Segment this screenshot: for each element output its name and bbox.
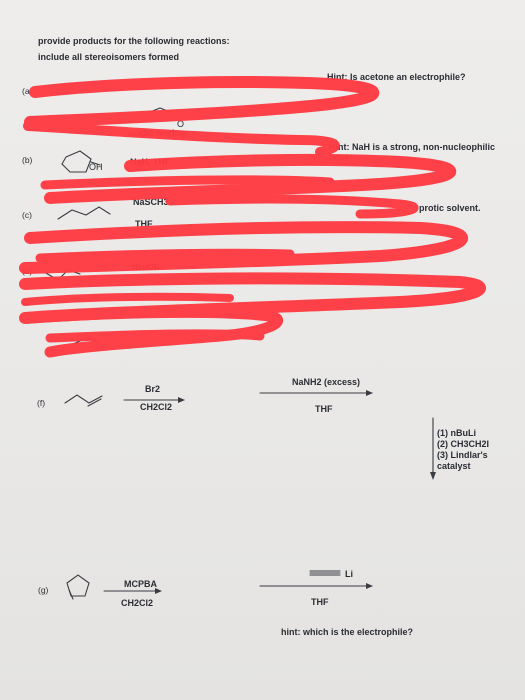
part-g-step2-bottom: THF <box>311 597 329 607</box>
instructions-line-1: provide products for the following react… <box>38 36 230 46</box>
part-f-step1-bottom: CH2Cl2 <box>140 402 173 412</box>
part-g-step1-bottom: CH2Cl2 <box>121 598 154 608</box>
redaction-stroke-10 <box>45 329 265 343</box>
cyclopentanol-oh-bond <box>90 161 101 166</box>
redaction-stroke-5 <box>165 194 419 219</box>
cyclopentene-double-bond <box>68 589 74 600</box>
part-f-step2-top: NaNH2 (excess) <box>292 377 361 387</box>
acetylide-triple-bond <box>309 570 341 576</box>
redaction-stroke-4 <box>40 175 335 190</box>
part-g-step1-top: MCPBA <box>124 579 157 589</box>
part-a-hint: Hint: Is acetone an electrophile? <box>327 72 466 82</box>
arrowhead-f1 <box>178 397 185 403</box>
red-marker-redaction <box>19 76 487 358</box>
part-f-step2-bottom: THF <box>315 404 333 414</box>
arrowhead-g1 <box>155 588 162 594</box>
redaction-stroke-9 <box>24 306 283 358</box>
arrowhead-g2 <box>366 583 373 589</box>
arrowhead-f2 <box>366 390 373 396</box>
part-f-label: (f) <box>37 398 46 408</box>
acetylide-lithium: Li <box>345 569 353 579</box>
part-a-label: (a <box>22 86 30 96</box>
redaction-stroke-11 <box>21 292 234 306</box>
redaction-stroke-3 <box>44 153 456 204</box>
hydroxyl-group: OH <box>89 162 103 172</box>
part-g-label: (g) <box>38 585 49 595</box>
redaction-stroke-6 <box>19 221 468 274</box>
part-c-label: (c) <box>22 210 32 220</box>
cyclopentanol-ring <box>61 150 92 173</box>
part-c-reagent-bottom: THF <box>135 219 153 229</box>
part-g-hint: hint: which is the electrophile? <box>281 627 414 637</box>
part-c-hint: protic solvent. <box>419 203 481 213</box>
part-c-zigzag <box>57 206 111 220</box>
part-f-step1-top: Br2 <box>145 384 161 394</box>
part-f-double-bond <box>87 398 102 407</box>
redaction-stroke-1 <box>24 76 380 128</box>
redaction-stroke-2 <box>23 121 340 157</box>
part-f-alkene <box>64 394 103 404</box>
redaction-stroke-7 <box>35 248 295 263</box>
carbonyl-oxygen: O <box>177 119 185 129</box>
part-f-step3-list: (1) nBuLi (2) CH3CH2I (3) Lindlar's cata… <box>437 428 490 471</box>
instructions-line-2: include all stereoisomers formed <box>38 52 180 62</box>
arrowhead-f3 <box>430 472 436 480</box>
part-b-label: (b) <box>22 155 33 165</box>
part-c-reagent-top: NaSCH3 <box>133 197 169 207</box>
